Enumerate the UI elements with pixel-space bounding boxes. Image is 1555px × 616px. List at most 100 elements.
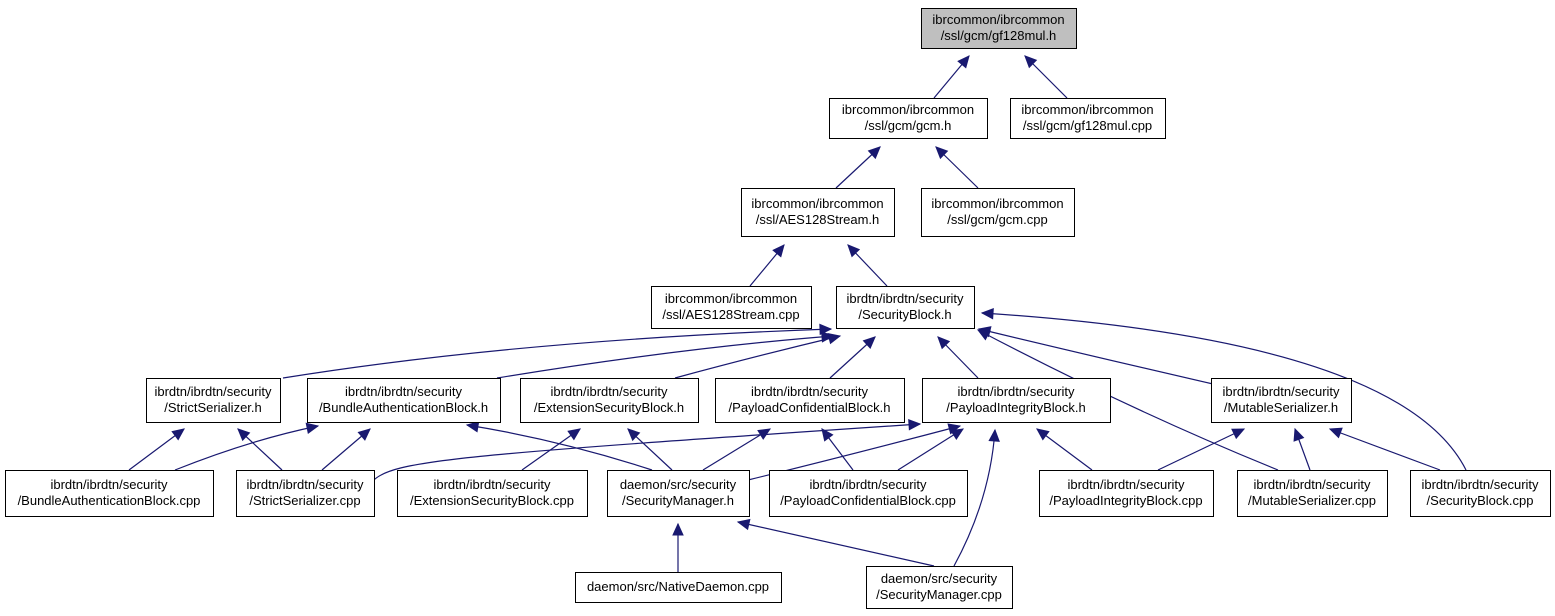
arrowhead-icon xyxy=(935,146,949,160)
dependency-edge-strictserializer_cpp-to-strictserializer_h xyxy=(237,428,283,471)
node-box xyxy=(741,188,895,237)
arrowhead-icon xyxy=(305,422,320,434)
file-node-strictserializer-cpp[interactable]: ibrdtn/ibrdtn/security/StrictSerializer.… xyxy=(236,470,375,517)
node-label-line: /ssl/gcm/gcm.cpp xyxy=(947,212,1047,227)
file-node-gcm-cpp[interactable]: ibrcommon/ibrcommon/ssl/gcm/gcm.cpp xyxy=(921,188,1075,237)
file-node-bab-cpp[interactable]: ibrdtn/ibrdtn/security/BundleAuthenticat… xyxy=(5,470,214,517)
node-label-line: daemon/src/NativeDaemon.cpp xyxy=(587,579,769,594)
dependency-edge-pib_cpp-to-pib_h xyxy=(1036,428,1093,471)
arrowhead-icon xyxy=(980,307,994,320)
dependency-edge-securityblock_cpp-to-securityblock_h xyxy=(980,307,1467,471)
node-label-line: /ssl/gcm/gcm.h xyxy=(865,118,952,133)
arrowhead-icon xyxy=(627,428,641,442)
file-node-strictserializer-h[interactable]: ibrdtn/ibrdtn/security/StrictSerializer.… xyxy=(146,378,281,423)
file-node-bab-h[interactable]: ibrdtn/ibrdtn/security/BundleAuthenticat… xyxy=(307,378,501,423)
edge-line xyxy=(1329,428,1441,471)
node-label-line: ibrcommon/ibrcommon xyxy=(932,12,1064,27)
file-node-mutableserializer-h[interactable]: ibrdtn/ibrdtn/security/MutableSerializer… xyxy=(1211,378,1352,423)
edge-line xyxy=(496,335,834,379)
edge-line xyxy=(977,329,1279,471)
node-label-line: ibrdtn/ibrdtn/security xyxy=(550,384,668,399)
file-node-securityblock-cpp[interactable]: ibrdtn/ibrdtn/security/SecurityBlock.cpp xyxy=(1410,470,1551,517)
node-label-line: ibrdtn/ibrdtn/security xyxy=(957,384,1075,399)
file-node-aes128stream-cpp[interactable]: ibrcommon/ibrcommon/ssl/AES128Stream.cpp xyxy=(651,286,812,329)
file-node-esb-cpp[interactable]: ibrdtn/ibrdtn/security/ExtensionSecurity… xyxy=(397,470,588,517)
edge-line xyxy=(981,312,1467,471)
node-box xyxy=(715,378,905,423)
file-node-pib-cpp[interactable]: ibrdtn/ibrdtn/security/PayloadIntegrityB… xyxy=(1039,470,1214,517)
node-label-line: /ssl/gcm/gf128mul.cpp xyxy=(1023,118,1152,133)
file-node-pcb-cpp[interactable]: ibrdtn/ibrdtn/security/PayloadConfidenti… xyxy=(769,470,968,517)
node-box xyxy=(921,8,1077,49)
node-label-line: /ExtensionSecurityBlock.h xyxy=(534,400,684,415)
node-label-line: /MutableSerializer.h xyxy=(1224,400,1338,415)
node-box xyxy=(607,470,750,517)
file-node-gf128mul-h: ibrcommon/ibrcommon/ssl/gcm/gf128mul.h xyxy=(921,8,1077,49)
node-label-line: /ssl/AES128Stream.h xyxy=(756,212,880,227)
node-label-line: ibrdtn/ibrdtn/security xyxy=(154,384,272,399)
dependency-edge-securityblock_h-to-aes128stream_h xyxy=(847,244,888,287)
file-node-esb-h[interactable]: ibrdtn/ibrdtn/security/ExtensionSecurity… xyxy=(520,378,699,423)
node-label-line: /SecurityManager.cpp xyxy=(876,587,1002,602)
node-label-line: ibrcommon/ibrcommon xyxy=(665,291,797,306)
node-label-line: /BundleAuthenticationBlock.h xyxy=(319,400,488,415)
node-box xyxy=(1237,470,1388,517)
edge-line xyxy=(978,328,1214,385)
node-label-line: /StrictSerializer.h xyxy=(164,400,262,415)
dependency-edge-pcb_cpp-to-pcb_h xyxy=(821,428,854,471)
arrowhead-icon xyxy=(827,333,842,345)
dependency-edge-mutableserializer_cpp-to-mutableserializer_h xyxy=(1293,427,1311,471)
node-box xyxy=(829,98,988,139)
dependency-edge-mutableserializer_cpp-to-securityblock_h xyxy=(976,329,1279,471)
arrowhead-icon xyxy=(672,522,684,536)
node-label-line: /BundleAuthenticationBlock.cpp xyxy=(18,493,201,508)
arrowhead-icon xyxy=(1231,428,1246,440)
file-node-pib-h[interactable]: ibrdtn/ibrdtn/security/PayloadIntegrityB… xyxy=(922,378,1111,423)
node-label-line: ibrdtn/ibrdtn/security xyxy=(433,477,551,492)
node-label-line: ibrdtn/ibrdtn/security xyxy=(1253,477,1371,492)
edge-line xyxy=(466,424,653,471)
dependency-edge-strictserializer_cpp-to-pib_h xyxy=(371,419,922,483)
node-box xyxy=(1039,470,1214,517)
file-node-pcb-h[interactable]: ibrdtn/ibrdtn/security/PayloadConfidenti… xyxy=(715,378,905,423)
edge-layer xyxy=(128,55,1467,572)
node-label-line: /ExtensionSecurityBlock.cpp xyxy=(410,493,574,508)
node-label-line: /SecurityBlock.cpp xyxy=(1427,493,1534,508)
arrowhead-icon xyxy=(821,428,834,442)
dependency-edge-esb_h-to-securityblock_h xyxy=(674,333,842,379)
file-node-securitymanager-h[interactable]: daemon/src/security/SecurityManager.h xyxy=(607,470,750,517)
dependency-edge-aes128stream_cpp-to-aes128stream_h xyxy=(749,244,785,287)
file-node-aes128stream-h[interactable]: ibrcommon/ibrcommon/ssl/AES128Stream.h xyxy=(741,188,895,237)
node-box xyxy=(307,378,501,423)
file-node-securityblock-h[interactable]: ibrdtn/ibrdtn/security/SecurityBlock.h xyxy=(836,286,975,329)
node-label-line: ibrcommon/ibrcommon xyxy=(1021,102,1153,117)
node-label-line: /SecurityManager.h xyxy=(622,493,734,508)
node-box xyxy=(769,470,968,517)
node-box xyxy=(921,188,1075,237)
node-box xyxy=(1211,378,1352,423)
dependency-edge-mutableserializer_h-to-securityblock_h xyxy=(977,326,1214,385)
edge-line xyxy=(282,328,832,379)
node-label-line: /PayloadIntegrityBlock.h xyxy=(946,400,1085,415)
node-label-line: ibrdtn/ibrdtn/security xyxy=(345,384,463,399)
node-label-line: ibrdtn/ibrdtn/security xyxy=(246,477,364,492)
node-label-line: /ssl/gcm/gf128mul.h xyxy=(941,28,1057,43)
file-node-gf128mul-cpp[interactable]: ibrcommon/ibrcommon/ssl/gcm/gf128mul.cpp xyxy=(1010,98,1166,139)
node-box xyxy=(922,378,1111,423)
node-box xyxy=(1410,470,1551,517)
dependency-edge-strictserializer_h-to-securityblock_h xyxy=(282,323,833,379)
dependency-edge-securityblock_cpp-to-mutableserializer_h xyxy=(1328,427,1441,471)
arrowhead-icon xyxy=(976,329,991,341)
dependency-edge-pcb_cpp-to-pib_h xyxy=(897,428,965,471)
arrowhead-icon xyxy=(736,518,751,531)
file-node-gcm-h[interactable]: ibrcommon/ibrcommon/ssl/gcm/gcm.h xyxy=(829,98,988,139)
arrowhead-icon xyxy=(357,428,371,441)
dependency-edge-strictserializer_cpp-to-bab_h xyxy=(321,428,371,471)
file-node-mutableserializer-cpp[interactable]: ibrdtn/ibrdtn/security/MutableSerializer… xyxy=(1237,470,1388,517)
node-label-line: ibrdtn/ibrdtn/security xyxy=(1421,477,1539,492)
file-node-nativedaemon-cpp[interactable]: daemon/src/NativeDaemon.cpp xyxy=(575,572,782,603)
node-layer: ibrcommon/ibrcommon/ssl/gcm/gf128mul.hib… xyxy=(5,8,1551,609)
node-label-line: ibrcommon/ibrcommon xyxy=(931,196,1063,211)
file-node-securitymanager-cpp[interactable]: daemon/src/security/SecurityManager.cpp xyxy=(866,566,1013,609)
arrowhead-icon xyxy=(862,336,876,350)
